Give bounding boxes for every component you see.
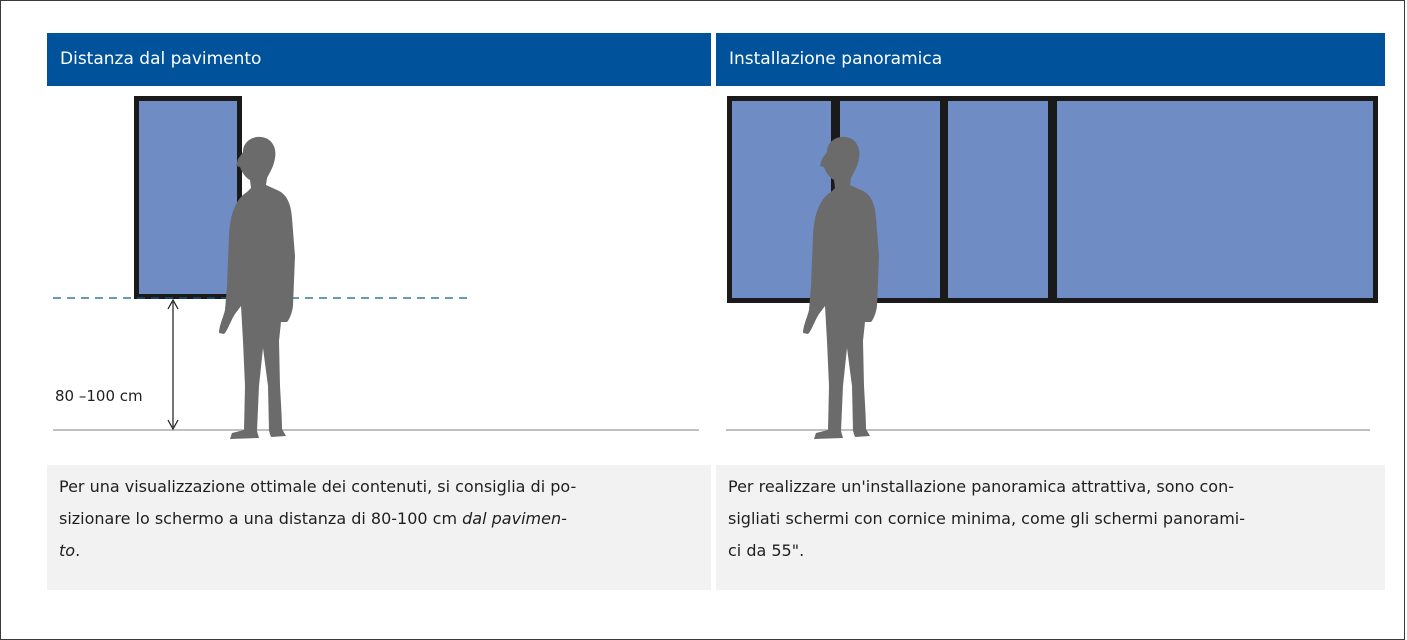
floor-distance-panel: Distanza dal pavimento 80 –100 cm Per un… [47, 33, 711, 590]
floor-distance-drawing [53, 96, 699, 440]
caption-emphasis: dal pavimen- [462, 509, 567, 528]
caption-line: sizionare lo schermo a una distanza di 8… [59, 509, 463, 528]
caption-line: sigliati schermi con cornice minima, com… [728, 509, 1245, 528]
panoramic-installation-title: Installazione panoramica [716, 33, 1385, 86]
display-panel [139, 101, 237, 294]
floor-distance-illustration: 80 –100 cm [47, 86, 711, 465]
person-silhouette [803, 136, 879, 440]
floor-distance-caption: Per una visualizzazione ottimale dei con… [47, 465, 711, 590]
panoramic-drawing [726, 96, 1378, 440]
panoramic-installation-caption: Per realizzare un'installazione panorami… [716, 465, 1385, 590]
caption-line: . [75, 541, 81, 560]
person-silhouette [219, 136, 295, 440]
caption-line: ci da 55". [728, 541, 805, 560]
display-panel [948, 101, 1048, 298]
panoramic-illustration [716, 86, 1385, 465]
display-panel [1057, 101, 1373, 298]
floor-distance-title: Distanza dal pavimento [47, 33, 711, 86]
distance-measurement: 80 –100 cm [53, 387, 145, 405]
caption-line: Per una visualizzazione ottimale dei con… [59, 477, 577, 496]
caption-line: Per realizzare un'installazione panorami… [728, 477, 1234, 496]
panoramic-installation-panel: Installazione panoramica Per realizzare … [716, 33, 1385, 590]
caption-emphasis: to [59, 541, 76, 560]
